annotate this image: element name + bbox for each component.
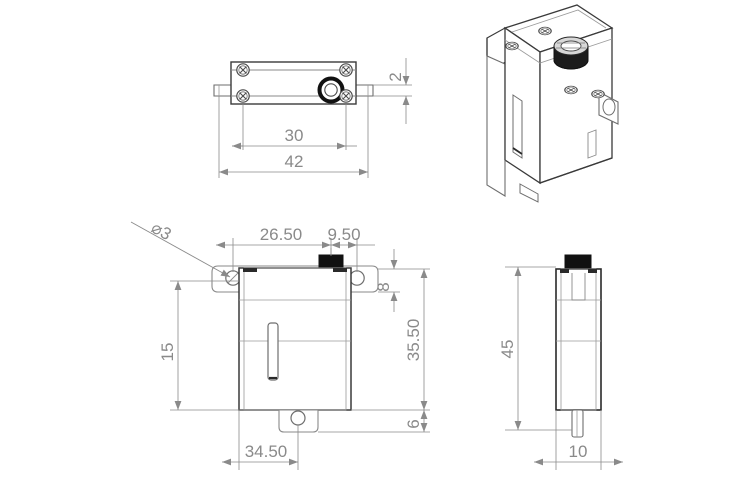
bottom-tab (278, 409, 319, 433)
dimension-9-50: 9.50 (327, 225, 375, 272)
dimension-label-9-50: 9.50 (327, 225, 360, 244)
body-slot (267, 322, 279, 381)
dimension-2: 2 (373, 58, 412, 124)
dimension-label-26-50: 26.50 (260, 225, 303, 244)
iso-screw-1-icon (505, 41, 519, 51)
dimension-label-45: 45 (498, 340, 517, 359)
dimension-30: 30 (232, 104, 357, 150)
bottom-tab-hole-icon (290, 410, 306, 426)
screw-bottom-left-icon (236, 89, 250, 103)
dimension-35-50: 35.50 (351, 268, 430, 411)
dimension-label-8: 8 (374, 282, 393, 291)
case-body (238, 267, 352, 411)
dimension-label-42: 42 (285, 152, 304, 171)
side-connector-block (564, 254, 592, 270)
side-bottom-tab (571, 409, 584, 438)
dimension-45: 45 (498, 266, 572, 431)
dimension-label-34-50: 15 (158, 343, 177, 362)
iso-output-shaft (553, 36, 589, 70)
iso-flange-rail (486, 55, 506, 197)
isometric-view (486, 4, 619, 203)
dimension-26-50: 26.50 (216, 225, 332, 272)
side-view (555, 254, 602, 438)
iso-bottom-tab (519, 183, 539, 203)
dimension-6: 6 (318, 410, 430, 433)
iso-screw-2-icon (538, 26, 552, 36)
dimension-label-6: 6 (404, 419, 423, 428)
dimension-label-10: 10 (569, 442, 588, 461)
top-view (213, 61, 374, 105)
side-case-body (555, 268, 602, 411)
iso-screw-3-icon (591, 89, 605, 99)
dimension-label-35-50: 35.50 (404, 319, 423, 362)
dimension-label-15: 34.50 (245, 442, 288, 461)
dimension-8: 8 (374, 249, 400, 312)
mounting-hole-left-icon (225, 270, 241, 286)
output-shaft-boss-icon (317, 76, 345, 104)
iso-screw-4-icon (564, 85, 578, 95)
top-view-tab-right (354, 84, 374, 97)
top-view-tab-left (213, 84, 233, 97)
dimension-42: 42 (218, 96, 369, 178)
dimension-15: 34.50 (222, 410, 299, 470)
front-view (211, 248, 379, 433)
dimension-label-diameter-3: ⌀3 (148, 218, 174, 244)
dimension-10: 10 (534, 410, 623, 470)
screw-bottom-right-icon (339, 89, 353, 103)
screw-top-left-icon (236, 63, 250, 77)
iso-ear-hole-icon (602, 98, 616, 116)
dimension-label-2: 2 (386, 72, 405, 81)
dimension-label-30: 30 (285, 126, 304, 145)
screw-top-right-icon (339, 63, 353, 77)
iso-side-slot (512, 94, 523, 159)
connector-block (318, 254, 344, 270)
mounting-hole-right-icon (349, 270, 365, 286)
dimension-34-50: 15 (158, 280, 279, 411)
